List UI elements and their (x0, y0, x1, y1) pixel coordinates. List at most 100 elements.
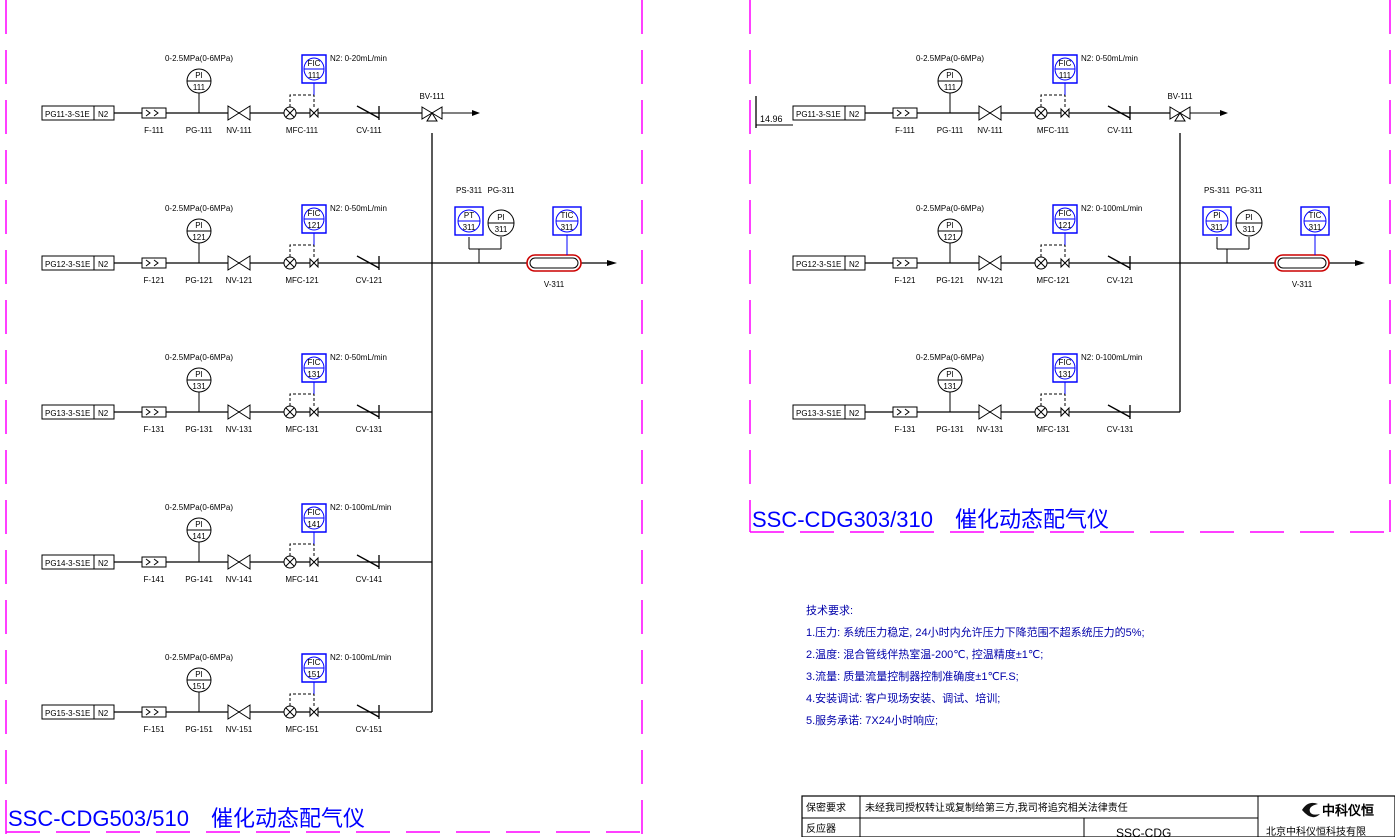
mfc-tag: MFC-151 (285, 725, 319, 734)
flow-range-label: N2: 0-50mL/min (1081, 54, 1138, 63)
fic-tag: FIC (308, 59, 321, 68)
fic-number: 121 (307, 221, 321, 230)
mfc-tag: MFC-131 (285, 425, 319, 434)
pressure-range-label: 0-2.5MPa(0-6MPa) (916, 204, 984, 213)
fic-number: 111 (308, 71, 321, 80)
heated-vessel-icon (526, 254, 582, 272)
pi-tag: PI (195, 71, 203, 80)
right-sheet-border (749, 0, 1391, 533)
flow-range-label: N2: 0-100mL/min (1081, 204, 1142, 213)
mfc-cross (285, 407, 295, 417)
fic-box (1052, 54, 1078, 84)
gas-label: N2 (98, 260, 109, 269)
pressure-range-label: 0-2.5MPa(0-6MPa) (916, 353, 984, 362)
mfc-valve-icon (309, 257, 319, 269)
nv-tag: NV-141 (226, 575, 253, 584)
filter-tag: F-131 (144, 425, 165, 434)
title-block: 保密要求 未经我司授权转让或复制给第三方,我司将追究相关法律责任 反应器 SSC… (801, 795, 1395, 837)
pg-tag: PG-111 (937, 126, 964, 135)
reactor-label: 反应器 (806, 822, 836, 835)
needle-valve-icon (227, 255, 251, 271)
pt-tag: PT (464, 211, 474, 220)
signal-line (1040, 393, 1066, 407)
cv-tag: CV-121 (356, 276, 383, 285)
source-label: PG15-3-S1E (45, 709, 90, 718)
filter-icon (141, 406, 167, 418)
filter-icon (892, 257, 918, 269)
pg-tag: PG-141 (185, 575, 213, 584)
pi311-number: 311 (1243, 225, 1256, 234)
source-label: PG11-3-S1E (796, 110, 841, 119)
nv-tag: NV-131 (977, 425, 1004, 434)
tic-box (1300, 206, 1330, 236)
check-valve-icon (1107, 105, 1131, 120)
pg-tag: PG-151 (185, 725, 213, 734)
pt-number: 311 (463, 223, 476, 232)
mfc-valve-icon (1060, 257, 1070, 269)
pi-tag: PI (195, 370, 203, 379)
pg-tag: PG-121 (185, 276, 213, 285)
fic-tag: FIC (308, 358, 321, 367)
pg311-tag: PG-311 (488, 186, 516, 195)
pt-box (454, 206, 484, 236)
pressure-range-label: 0-2.5MPa(0-6MPa) (165, 503, 233, 512)
nv-tag: NV-151 (226, 725, 253, 734)
source-label: PG14-3-S1E (45, 559, 90, 568)
source-label: PG11-3-S1E (45, 110, 90, 119)
mfc-cross (285, 108, 295, 118)
pi-number: 151 (192, 682, 206, 691)
bv-tag: BV-111 (419, 92, 445, 101)
fic-tag: FIC (308, 209, 321, 218)
fic-box (301, 353, 327, 383)
pi-tag: PI (946, 370, 954, 379)
mfc-tag: MFC-111 (1037, 126, 1070, 135)
mfc-tag: MFC-121 (285, 276, 319, 285)
needle-valve-icon (978, 255, 1002, 271)
pi-number: 131 (192, 382, 206, 391)
filter-mark (145, 259, 159, 267)
flow-range-label: N2: 0-50mL/min (330, 204, 387, 213)
filter-mark (145, 109, 159, 117)
vessel-tag: V-311 (1292, 280, 1313, 289)
filter-mark (145, 558, 159, 566)
right-system-title: SSC-CDG303/310 催化动态配气仪 (752, 507, 1109, 532)
technical-requirements: 技术要求: 1.压力: 系统压力稳定, 24小时内允许压力下降范围不超系统压力的… (806, 604, 1145, 727)
filter-tag: F-111 (144, 126, 164, 135)
mfc-cross (285, 258, 295, 268)
filter-tag: F-141 (144, 575, 165, 584)
note-item: 1.压力: 系统压力稳定, 24小时内允许压力下降范围不超系统压力的5%; (806, 625, 1145, 639)
bv-valve-port (1174, 112, 1186, 122)
pg-tag: PG-131 (936, 425, 964, 434)
flow-range-label: N2: 0-100mL/min (330, 503, 391, 512)
filter-icon (892, 406, 918, 418)
vent-arrow (1220, 110, 1228, 116)
outlet-arrow (607, 260, 617, 266)
pi-tag: PI (946, 71, 954, 80)
vessel-inner (529, 257, 579, 269)
confidential-text: 未经我司授权转让或复制给第三方,我司将追究相关法律责任 (865, 801, 1128, 814)
company-name: 北京中科仪恒科技有限 (1266, 825, 1366, 837)
mfc-valve-icon (309, 706, 319, 718)
tic-tag: TIC (561, 211, 574, 220)
mfc-valve-icon (309, 107, 319, 119)
cv-tag: CV-131 (356, 425, 383, 434)
pi-number: 121 (192, 233, 206, 242)
mfc-cross (285, 707, 295, 717)
logo-text: 中科仪恒 (1322, 803, 1374, 818)
mfc-cross (1036, 407, 1046, 417)
fic-box (1052, 353, 1078, 383)
needle-valve-icon (227, 704, 251, 720)
signal-line (289, 693, 315, 707)
filter-mark (896, 259, 910, 267)
fic-tag: FIC (1059, 59, 1072, 68)
pressure-range-label: 0-2.5MPa(0-6MPa) (165, 54, 233, 63)
note-item: 5.服务承诺: 7X24小时响应; (806, 713, 938, 727)
nv-tag: NV-121 (226, 276, 253, 285)
left-system-title: SSC-CDG503/510 催化动态配气仪 (8, 806, 365, 831)
